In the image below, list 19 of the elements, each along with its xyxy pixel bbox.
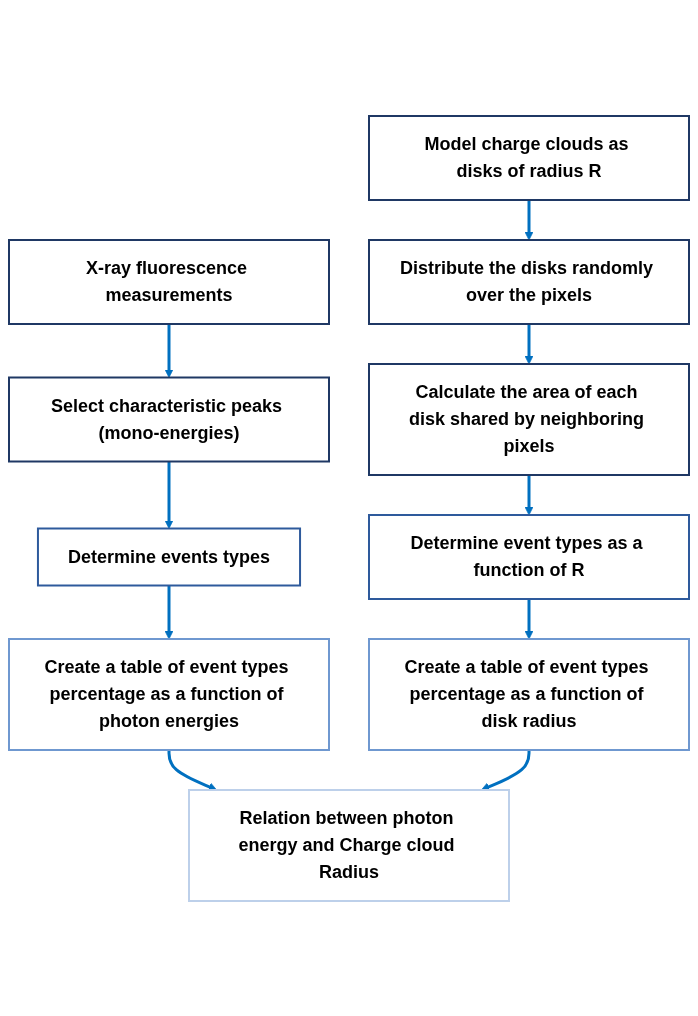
arrow <box>524 199 534 240</box>
node-box: Relation between photon energy and Charge cloud Radius <box>188 788 510 902</box>
arrow <box>164 323 174 378</box>
node-box: Create a table of event types percentage as a function of disk radius <box>368 637 690 751</box>
arrow <box>164 585 174 639</box>
node-box: Select characteristic peaks (mono-energies) <box>8 376 330 462</box>
arrow <box>164 461 174 529</box>
node-box: Calculate the area of each disk shared by neighboring pixels <box>368 362 690 476</box>
arrow <box>167 749 218 791</box>
node-box: Distribute the disks randomly over the pixels <box>368 238 690 325</box>
node-box: X-ray fluorescence measurements <box>8 238 330 325</box>
node-box: Model charge clouds as disks of radius R <box>368 114 690 201</box>
node-box: Determine event types as a function of R <box>368 513 690 600</box>
arrow <box>524 323 534 364</box>
arrow <box>524 474 534 515</box>
node-box: Determine events types <box>36 527 302 586</box>
node-box: Create a table of event types percentage as a function of photon energies <box>8 637 330 751</box>
arrow <box>480 749 531 791</box>
arrow <box>524 598 534 639</box>
